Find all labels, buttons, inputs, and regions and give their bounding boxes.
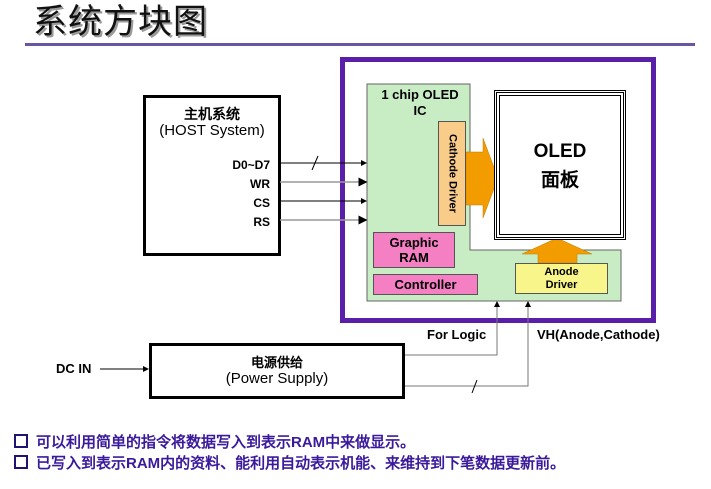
note-text: 已写入到表示RAM内的资料、能利用自动表示机能、来维持到下笔数据更新前。 — [36, 455, 566, 472]
title-underline — [25, 43, 695, 46]
graphic-ram-line1: Graphic — [389, 235, 439, 250]
note-item: 已写入到表示RAM内的资料、能利用自动表示机能、来维持到下笔数据更新前。 — [14, 453, 565, 474]
power-supply-block: 电源供给 (Power Supply) — [149, 343, 405, 399]
oled-panel-block: OLED 面板 — [494, 90, 626, 240]
controller-label: Controller — [394, 277, 457, 292]
notes-list: 可以利用简单的指令将数据写入到表示RAM中来做显示。 已写入到表示RAM内的资料… — [14, 432, 565, 474]
graphic-ram-line2: RAM — [399, 250, 429, 265]
ic-label: 1 chip OLED IC — [372, 87, 468, 119]
power-title: 电源供给 — [250, 355, 303, 370]
power-subtitle: (Power Supply) — [225, 370, 329, 387]
host-title: 主机系统 — [184, 106, 240, 122]
ic-label-line1: 1 chip OLED — [381, 87, 459, 102]
for-logic-label: For Logic — [427, 327, 487, 342]
anode-driver-line2: Driver — [545, 278, 578, 291]
host-system-block: 主机系统 (HOST System) D0~D7 WR CS RS — [143, 95, 281, 256]
note-text: 可以利用简单的指令将数据写入到表示RAM中来做显示。 — [36, 434, 416, 451]
controller-block: Controller — [373, 274, 478, 295]
signal-label-cs: CS — [253, 196, 270, 210]
cathode-driver-label: Cathode Driver — [446, 134, 459, 213]
vh-label: VH(Anode,Cathode) — [537, 327, 660, 342]
vh-slash — [471, 379, 478, 394]
signal-label-wr: WR — [250, 177, 270, 191]
cathode-arrow — [465, 137, 499, 219]
anode-driver-line1: Anode — [544, 265, 579, 278]
logic-power-line — [404, 301, 500, 356]
cathode-driver-block: Cathode Driver — [438, 121, 466, 226]
dc-in-label: DC IN — [56, 361, 92, 376]
vh-power-line — [404, 301, 531, 387]
oled-label: OLED — [533, 141, 587, 162]
signal-label-rs: RS — [253, 215, 270, 229]
page-title: 系统方块图 — [33, 2, 208, 42]
graphic-ram-block: Graphic RAM — [373, 232, 455, 268]
oled-panel-label: 面板 — [540, 170, 579, 191]
square-bullet-icon — [14, 455, 28, 469]
host-subtitle: (HOST System) — [159, 122, 265, 139]
anode-arrow — [521, 237, 593, 264]
ic-label-line2: IC — [413, 103, 427, 118]
signal-label-data: D0~D7 — [232, 158, 270, 172]
square-bullet-icon — [14, 434, 28, 448]
anode-driver-block: Anode Driver — [515, 263, 608, 294]
bus-slash — [311, 155, 319, 171]
note-item: 可以利用简单的指令将数据写入到表示RAM中来做显示。 — [14, 432, 565, 453]
